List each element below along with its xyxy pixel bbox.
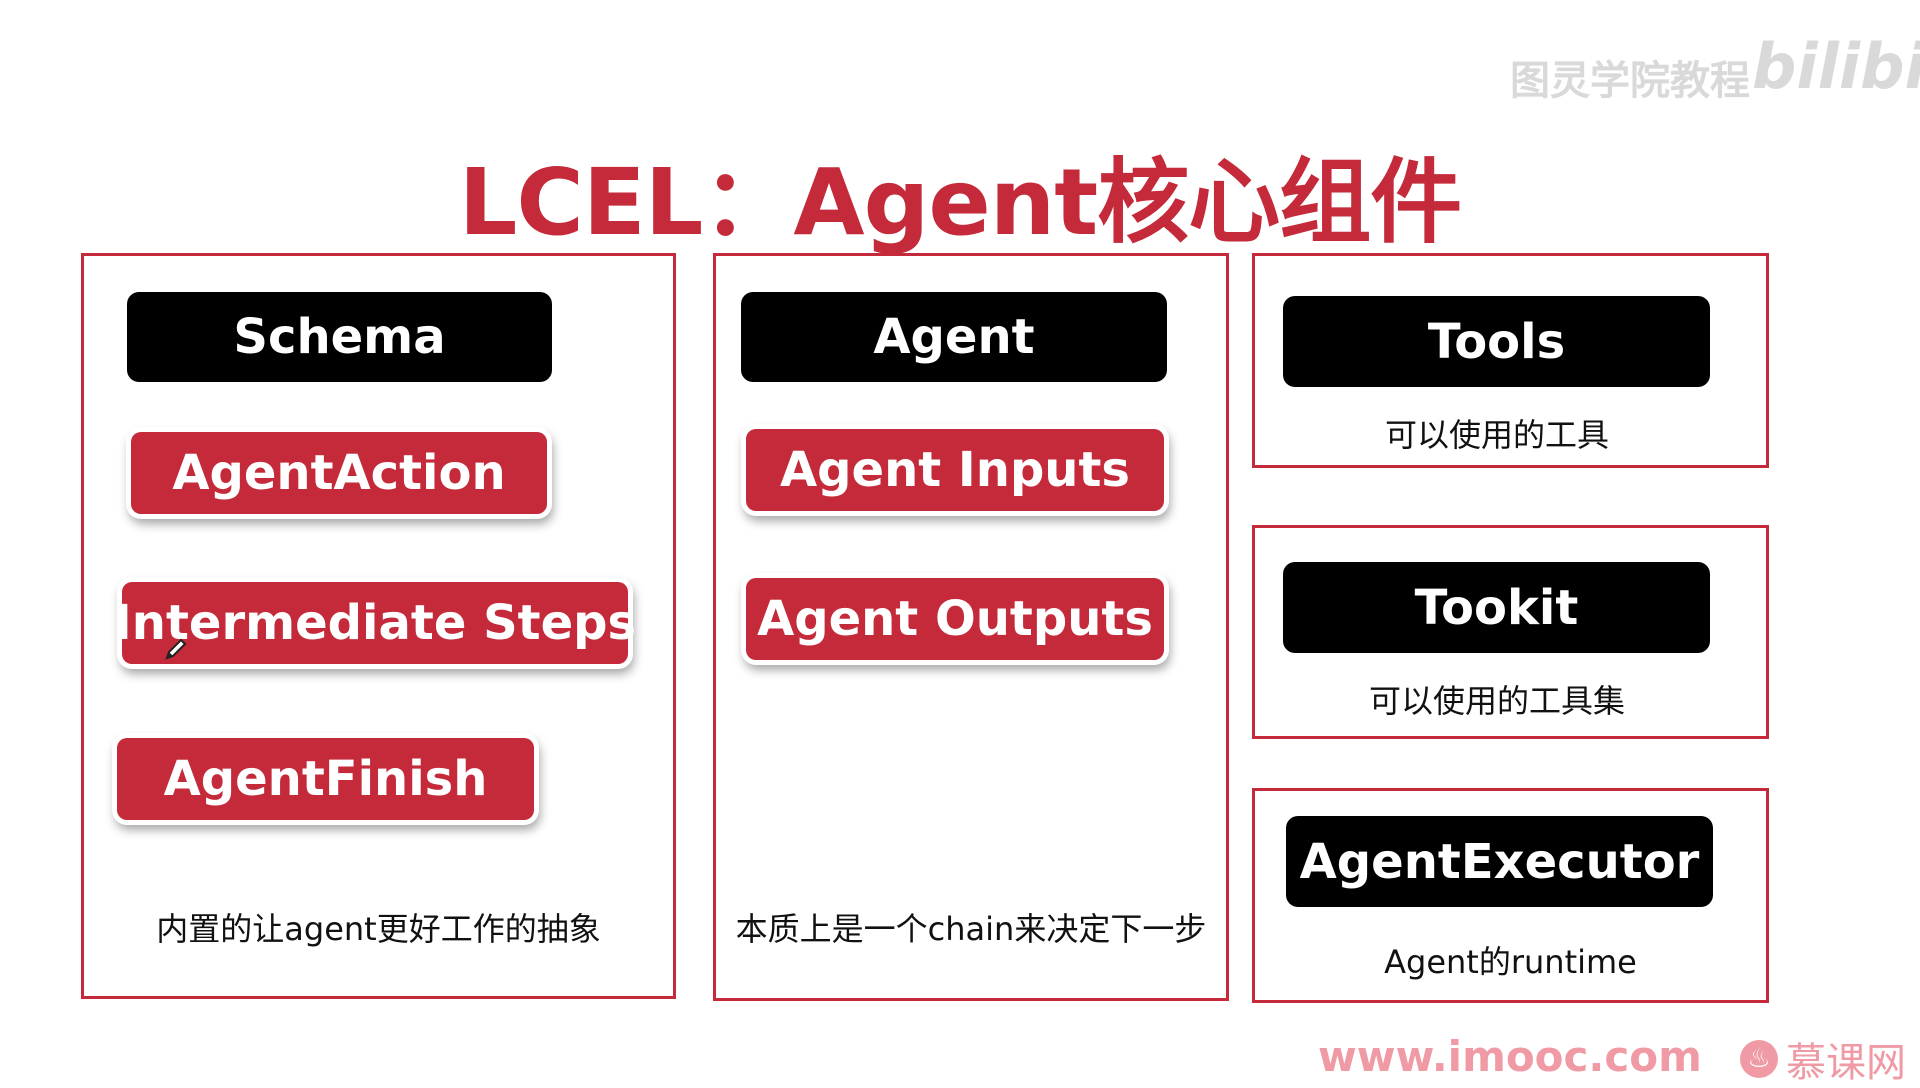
tools-caption: 可以使用的工具 [1384,416,1609,454]
schema-caption: 内置的让agent更好工作的抽象 [156,910,601,948]
page-title: LCEL：Agent核心组件 [458,149,1463,256]
watermark-author: 图灵学院教程 [1510,58,1750,104]
agent-action-block: AgentAction [131,432,547,514]
intermediate-steps-block: Intermediate Steps [114,582,636,664]
agent-finish-block: AgentFinish [117,738,534,820]
toolkit-caption: 可以使用的工具集 [1368,682,1625,720]
executor-header: AgentExecutor [1286,816,1713,907]
agent-header: Agent [741,292,1167,382]
agent-outputs-block: Agent Outputs [746,578,1164,660]
tools-header: Tools [1283,296,1710,387]
footer-brand-label: 慕课网 [1786,1040,1906,1086]
toolkit-header: Tookit [1283,562,1710,653]
watermark-bilibili-logo: bilibili [1752,30,1920,103]
footer-url: www.imooc.com [1318,1032,1702,1081]
flame-logo-icon: ♨ [1740,1040,1778,1078]
footer-brand: ♨ 慕课网 [1740,1030,1906,1088]
agent-inputs-block: Agent Inputs [746,429,1164,511]
agent-caption: 本质上是一个chain来决定下一步 [735,910,1207,948]
pencil-icon [165,638,187,660]
schema-header: Schema [127,292,552,382]
executor-caption: Agent的runtime [1384,943,1637,981]
